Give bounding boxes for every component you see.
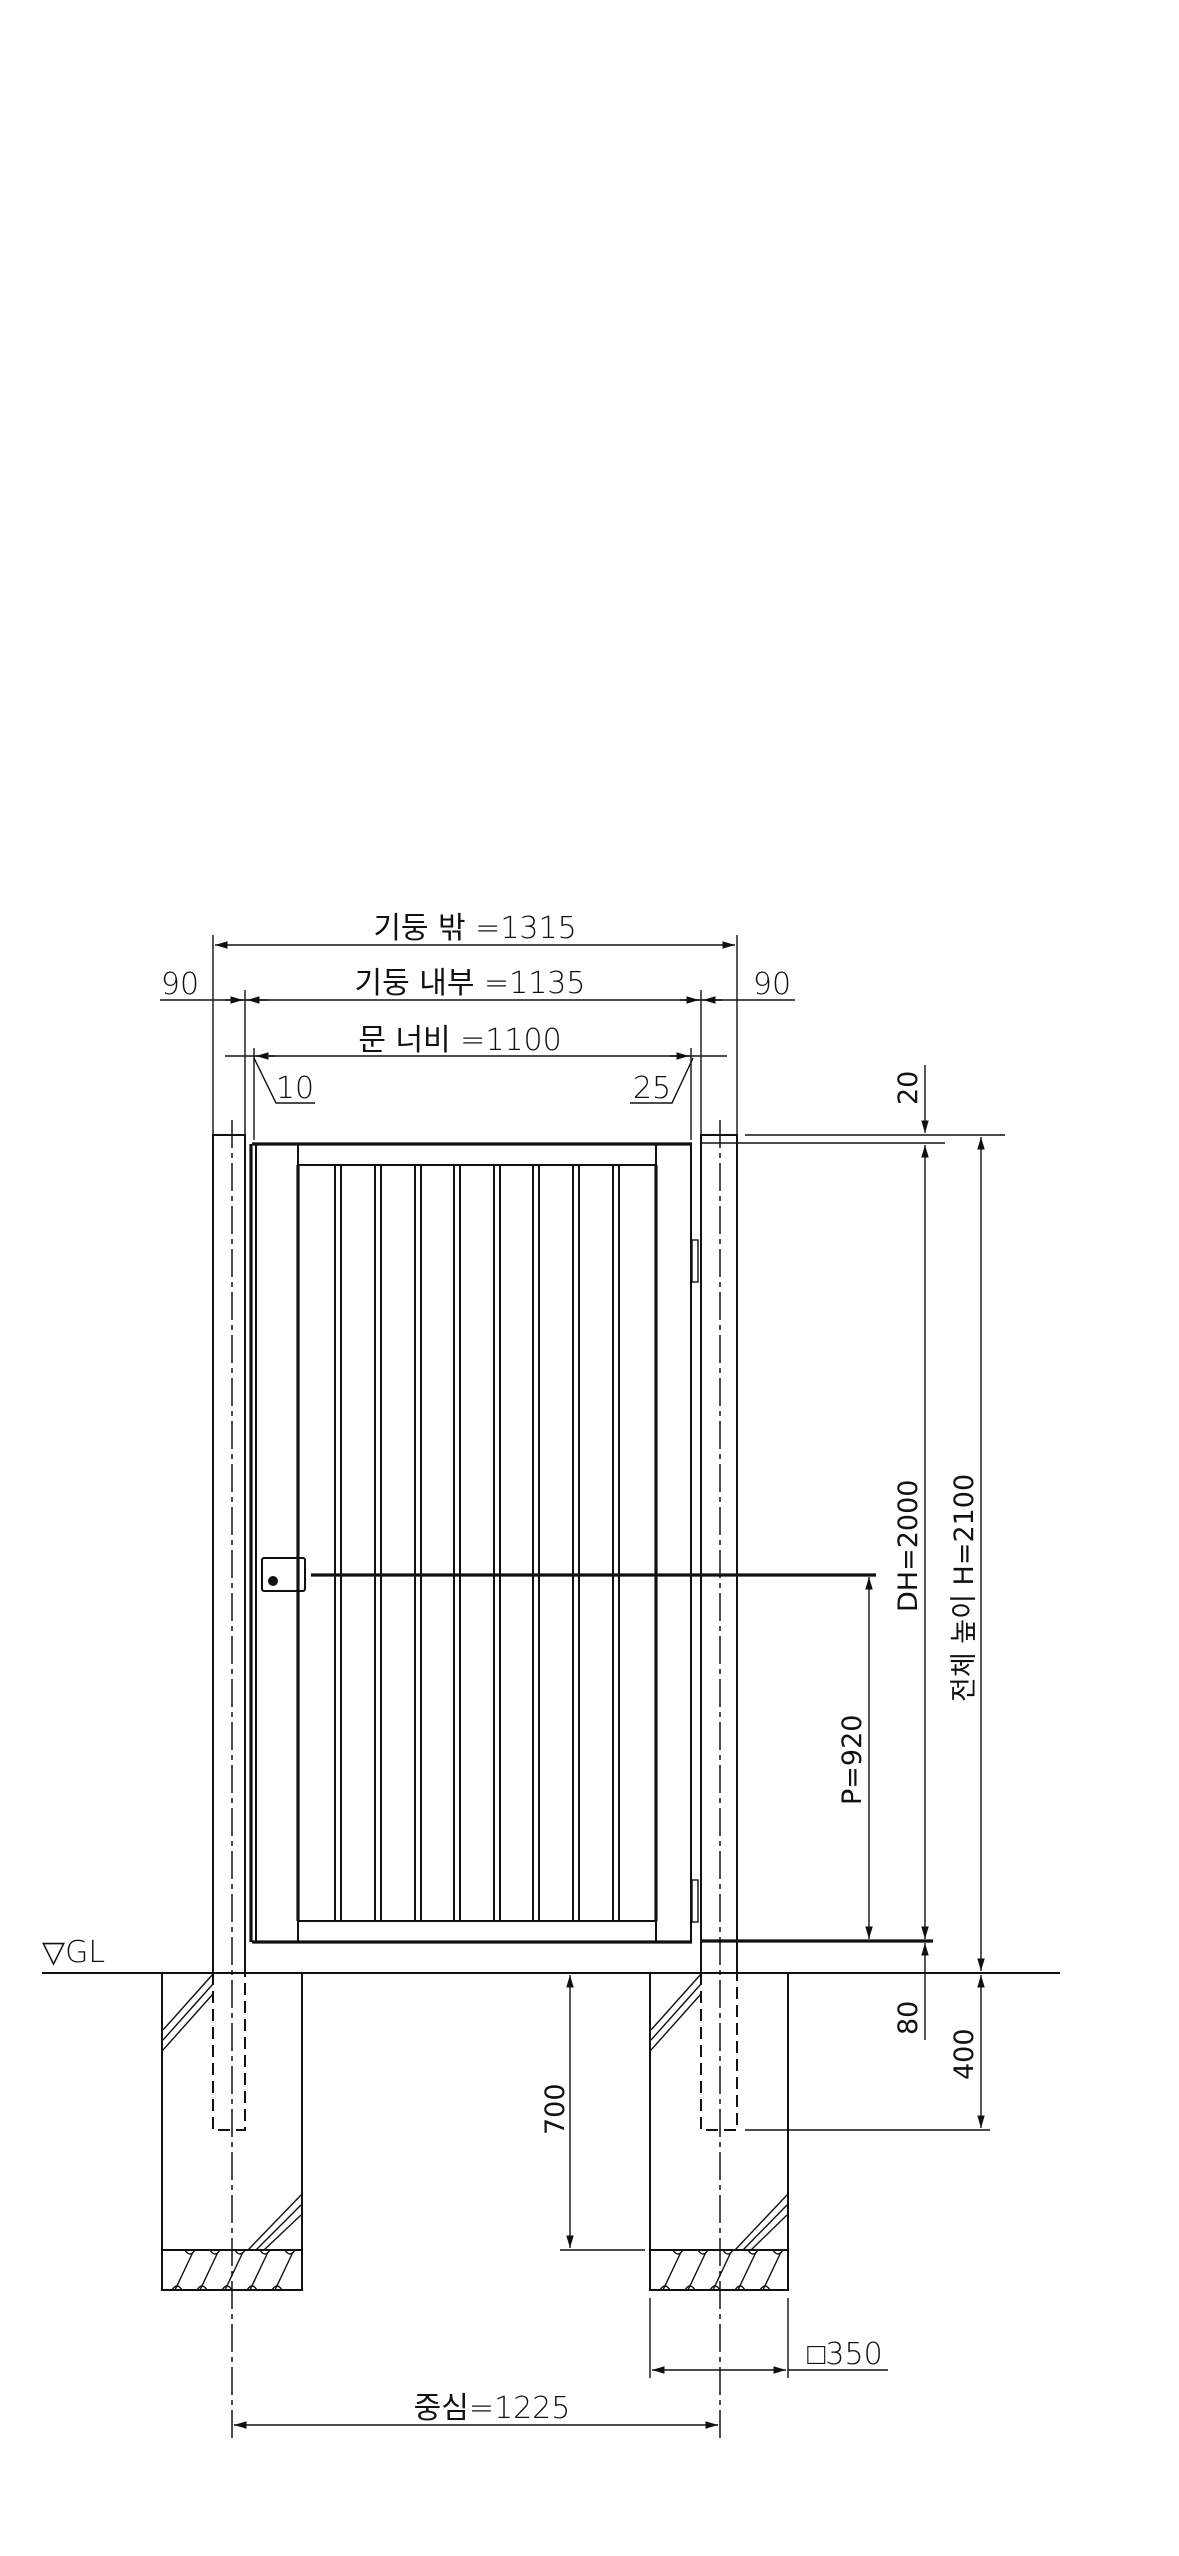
dim-center-distance: 중심=1225 [234, 2391, 718, 2429]
dim-gap-left-label: 10 [276, 1071, 314, 1106]
hinge-lower [691, 1879, 699, 1923]
gate-slats [334, 1165, 620, 1921]
dim-door-height-label: DH=2000 [893, 1480, 924, 1612]
dim-handle-height-label: P=920 [837, 1715, 868, 1805]
dim-embed-depth-label: 400 [949, 2028, 980, 2080]
gravel-hatch-right [659, 2249, 784, 2291]
dim-footing-size-label: □350 [807, 2337, 882, 2372]
ground-line: ▽GL [42, 1935, 1060, 1974]
dim-post-inner-label: 기둥 내부 =1135 [355, 966, 586, 1001]
gravel-hatch-left [171, 2249, 296, 2291]
dim-center-distance-label: 중심=1225 [414, 2391, 571, 2426]
dim-footing-size: □350 [649, 2298, 888, 2378]
dim-post-inner: 기둥 내부 =1135 90 90 [160, 966, 795, 1135]
left-post [212, 1120, 246, 2440]
dim-door-width: 문 너비 =1100 10 25 [225, 1023, 727, 1140]
right-footing [649, 1973, 789, 2291]
dim-top-offset-label: 20 [893, 1071, 924, 1105]
dim-total-height-label: 전체 높이 H=2100 [949, 1474, 980, 1702]
handle-knob-icon [268, 1576, 278, 1586]
ground-level-label: ▽GL [42, 1935, 105, 1970]
dim-door-width-label: 문 너비 =1100 [358, 1023, 561, 1058]
dim-footing-depth-label: 700 [540, 2083, 571, 2135]
dim-post-outer-label: 기둥 밖 =1315 [373, 911, 576, 946]
gate-leaf [249, 1142, 699, 1944]
right-post [700, 1120, 738, 2440]
hinge-upper [691, 1239, 699, 1283]
left-footing [161, 1973, 303, 2291]
dim-post-left-label: 90 [161, 967, 199, 1002]
dim-post-outer: 기둥 밖 =1315 [212, 911, 738, 1135]
dim-post-right-label: 90 [753, 967, 791, 1002]
dim-gap-right-label: 25 [633, 1071, 671, 1106]
dim-bottom-gap-label: 80 [893, 2001, 924, 2035]
height-dims: 20 DH=2000 전체 높이 H=2100 P=920 80 400 700 [311, 1065, 1005, 2251]
lock-box [261, 1557, 306, 1592]
